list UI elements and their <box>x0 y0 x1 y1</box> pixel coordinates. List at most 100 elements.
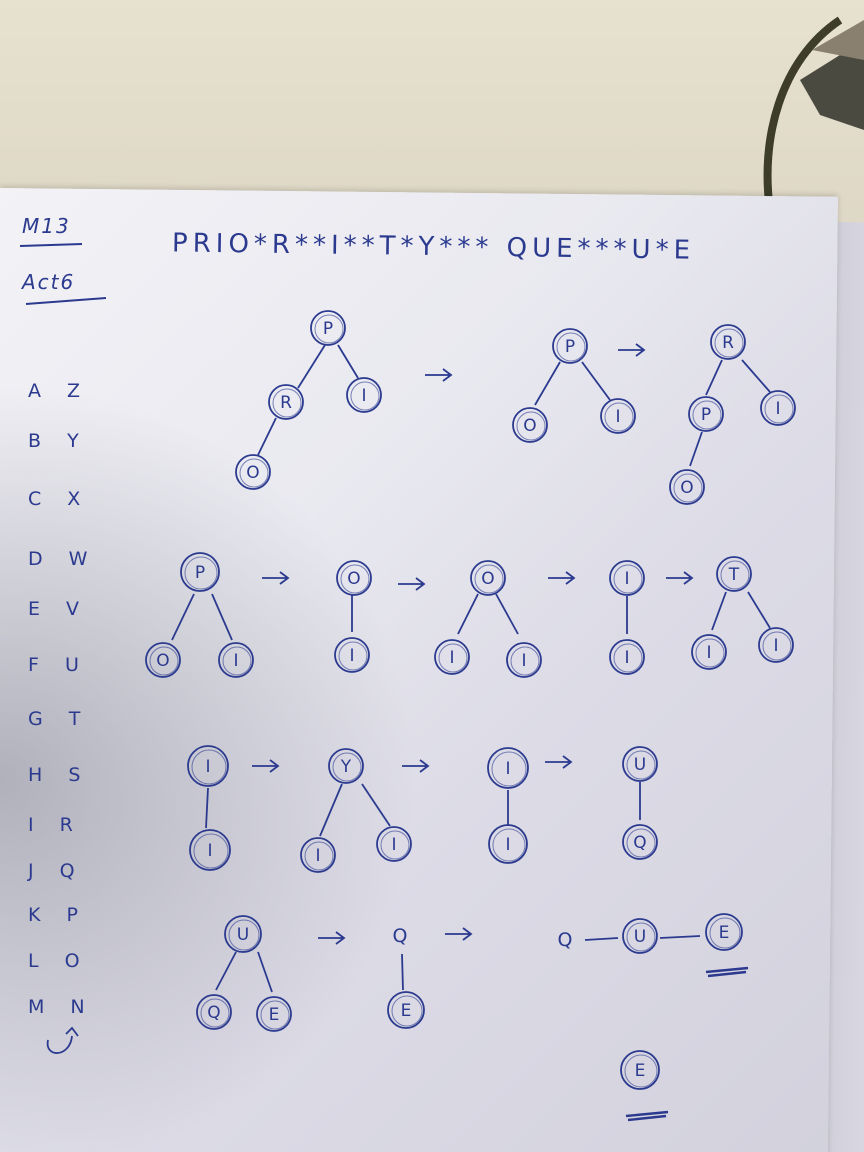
tree-edge <box>257 417 277 456</box>
alpha-pair: B Y <box>28 430 89 452</box>
tree-node-letter: I <box>624 569 629 589</box>
tree-node-letter: I <box>315 846 320 866</box>
tree-node: I <box>218 642 254 678</box>
tree-node: E <box>620 1050 660 1090</box>
tree-edge <box>711 591 727 631</box>
alpha-pair: I R <box>28 814 83 836</box>
tree-node: P <box>552 328 588 364</box>
tree-node: U <box>224 915 262 953</box>
tree-node: Y <box>328 748 364 784</box>
alpha-pair: M N <box>28 996 95 1018</box>
alpha-pair: H S <box>28 764 91 786</box>
tree-node-letter: P <box>701 405 711 425</box>
tree-node-letter: O <box>156 651 169 671</box>
tree-node: O <box>235 454 271 490</box>
tree-node: P <box>310 310 346 346</box>
tree-node-letter: I <box>773 636 778 656</box>
tree-node: I <box>506 642 542 678</box>
loop-arrow-icon <box>46 1026 79 1054</box>
tree-node-letter: Q <box>633 833 646 853</box>
tree-node-letter: I <box>233 651 238 671</box>
tree-node: E <box>256 996 292 1032</box>
tree-node: Q <box>622 824 658 860</box>
cable-and-clip <box>763 16 864 211</box>
tree-edge <box>401 953 404 991</box>
arrow-icon <box>618 343 646 357</box>
arrow-icon <box>425 368 453 382</box>
tree-edge <box>361 783 391 827</box>
tree-edge <box>205 787 209 829</box>
header-label-m13: M13 <box>22 214 71 238</box>
tree-node: P <box>180 552 220 592</box>
tree-node: E <box>387 991 425 1029</box>
alpha-pair: J Q <box>28 860 85 882</box>
tree-node: I <box>487 747 529 789</box>
tree-node-letter: P <box>195 563 205 583</box>
tree-node-letter: P <box>323 319 333 339</box>
tree-node-letter: O <box>246 463 259 483</box>
tree-node: U <box>622 918 658 954</box>
alpha-pair: A Z <box>28 380 91 402</box>
tree-node: U <box>622 746 658 782</box>
tree-node-letter: I <box>624 648 629 668</box>
arrow-icon <box>445 927 473 941</box>
tree-edge <box>319 783 343 837</box>
arrow-icon <box>398 577 426 591</box>
tree-node-letter: I <box>205 757 210 777</box>
tree-node: P <box>688 396 724 432</box>
tree-node: I <box>609 560 645 596</box>
alpha-pair: G T <box>28 708 91 730</box>
header-underlines <box>19 243 107 305</box>
tree-edge <box>297 344 326 389</box>
tree-node: O <box>669 469 705 505</box>
tree-edge <box>337 344 359 379</box>
tree-node-letter: U <box>634 927 646 947</box>
tree-node-letter: O <box>680 478 693 498</box>
tree-node-letter: R <box>280 393 292 413</box>
tree-node: I <box>300 837 336 873</box>
tree-edge <box>534 361 561 406</box>
arrow-icon <box>252 759 280 773</box>
tree-node: T <box>716 556 752 592</box>
tree-node-letter: U <box>634 755 646 775</box>
alpha-pair: C X <box>28 488 91 510</box>
tree-edge <box>659 935 701 939</box>
tree-node-letter: I <box>505 759 510 779</box>
tree-node-letter: I <box>775 399 780 419</box>
arrow-icon <box>402 759 430 773</box>
tree-node-letter: I <box>449 648 454 668</box>
header-label-act6: Act6 <box>22 270 76 294</box>
tree-edge <box>257 951 273 993</box>
alpha-pair: K P <box>28 904 88 926</box>
tree-node: I <box>758 627 794 663</box>
tree-node: I <box>376 826 412 862</box>
tree-edge <box>705 359 723 396</box>
tree-node-letter: I <box>706 643 711 663</box>
tree-node: I <box>691 634 727 670</box>
arrow-icon <box>545 755 573 769</box>
arrow-icon <box>318 931 346 945</box>
tree-node: I <box>189 829 231 871</box>
tree-edge <box>171 593 195 641</box>
underline-mark <box>625 1110 669 1122</box>
tree-edge <box>457 593 479 635</box>
tree-node: R <box>710 324 746 360</box>
tree-edge <box>211 593 233 641</box>
tree-node-letter: O <box>347 569 360 589</box>
tree-node-letter: E <box>719 923 730 943</box>
tree-node-letter: Q <box>393 925 408 947</box>
tree-edge <box>584 937 619 941</box>
tree-node-letter: I <box>361 386 366 406</box>
tree-node-letter: E <box>401 1001 412 1021</box>
tree-node-letter: O <box>481 569 494 589</box>
tree-node-letter: I <box>615 407 620 427</box>
alpha-pair: L O <box>28 950 90 972</box>
tree-node-letter: P <box>565 337 575 357</box>
tree-node-letter: U <box>237 925 249 945</box>
tree-node-letter: Q <box>558 929 573 951</box>
tree-node-letter: E <box>269 1005 280 1025</box>
tree-edge <box>689 431 703 467</box>
arrow-icon <box>666 571 694 585</box>
arrow-icon <box>548 571 576 585</box>
